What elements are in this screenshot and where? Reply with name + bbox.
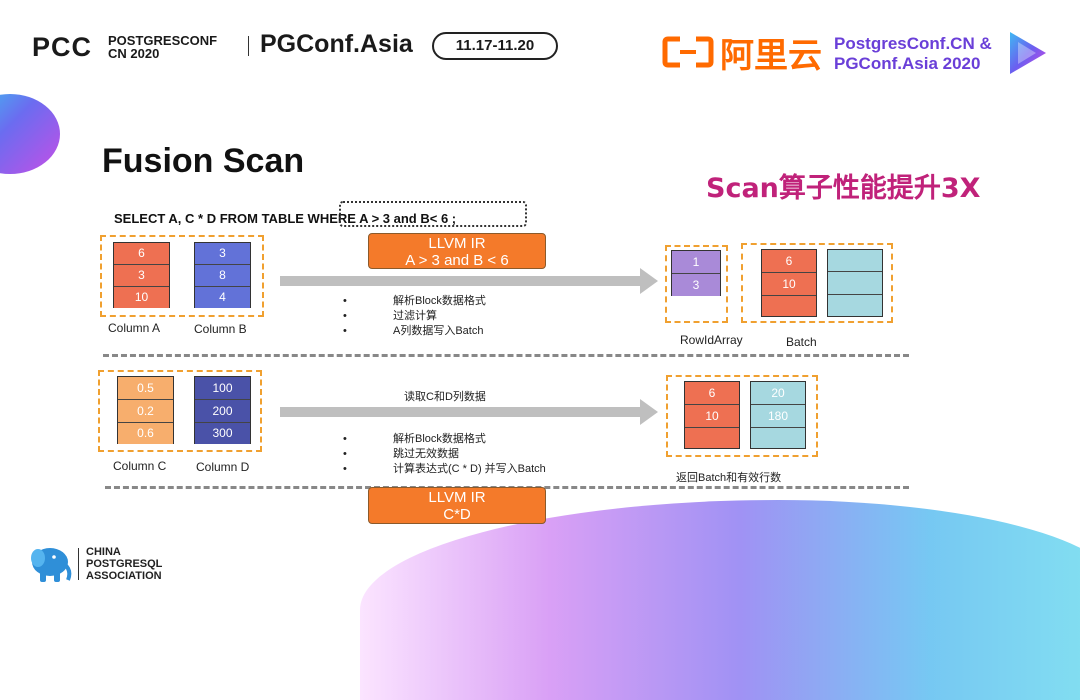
result-batch-cell: 6 [685, 382, 739, 405]
conference-line2: PGConf.Asia 2020 [834, 54, 981, 73]
conference-title: PostgresConf.CN & PGConf.Asia 2020 [834, 34, 992, 74]
result-batch-cell: 180 [751, 405, 805, 428]
list-item: •过滤计算 [343, 310, 437, 322]
rowid-cell: 3 [672, 274, 720, 296]
list-item: •计算表达式(C * D) 并写入Batch [343, 463, 546, 475]
llvm-filter-expression: A > 3 and B < 6 [405, 252, 509, 269]
aliyun-wordmark: 阿里云 [720, 36, 822, 76]
column-c-label: Column C [113, 459, 167, 473]
column-b-cell: 8 [195, 265, 250, 287]
column-b-cell: 4 [195, 287, 250, 308]
batch-empty-cell [828, 250, 882, 273]
decorative-bubble [0, 94, 60, 174]
rowid-array-box [665, 245, 728, 323]
result-batch-column-a: 6 10 [684, 381, 740, 449]
aliyun-logo-icon [662, 36, 714, 68]
batch-label: Batch [786, 335, 817, 349]
batch-column-a: 6 10 [761, 249, 817, 317]
llvm-compute-expression: C*D [443, 506, 471, 523]
result-batch-cell: 10 [685, 405, 739, 428]
sql-predicate-highlight [339, 201, 527, 227]
batch-cell: 10 [762, 273, 816, 296]
result-batch-cell [751, 428, 805, 448]
pcc-subtitle: POSTGRESCONF CN 2020 [108, 34, 217, 60]
pcc-logo: PCC [32, 32, 93, 62]
decorative-wave [360, 500, 1080, 700]
llvm-ir-label: LLVM IR [428, 489, 486, 506]
batch-empty-cell [828, 272, 882, 295]
column-b: 3 8 4 [194, 242, 251, 308]
column-c: 0.5 0.2 0.6 [117, 376, 174, 444]
date-badge: 11.17-11.20 [432, 32, 558, 60]
llvm-ir-compute-box: LLVM IR C*D [368, 487, 546, 524]
column-a: 6 3 10 [113, 242, 170, 308]
column-c-cell: 0.6 [118, 423, 173, 444]
column-c-cell: 0.2 [118, 400, 173, 423]
rowid-array: 1 3 [671, 250, 721, 296]
source-columns-cd [98, 370, 262, 452]
result-batch-box [666, 375, 818, 457]
result-batch-cell [685, 428, 739, 448]
column-b-label: Column B [194, 322, 247, 336]
result-batch-label: 返回Batch和有效行数 [676, 472, 782, 484]
column-b-cell: 3 [195, 243, 250, 265]
column-d-cell: 100 [195, 377, 250, 400]
header-divider [248, 36, 249, 56]
llvm-ir-filter-box: LLVM IR A > 3 and B < 6 [368, 233, 546, 269]
llvm-ir-label: LLVM IR [428, 235, 486, 252]
conference-line1: PostgresConf.CN & [834, 34, 992, 53]
result-batch-column-cd: 20 180 [750, 381, 806, 449]
section-divider [103, 354, 909, 357]
footer-divider [78, 548, 79, 580]
association-line1: CHINA [86, 546, 121, 558]
source-columns-ab [100, 235, 264, 317]
column-d-cell: 300 [195, 423, 250, 444]
batch-cell: 6 [762, 250, 816, 273]
batch-cell [762, 296, 816, 316]
column-c-cell: 0.5 [118, 377, 173, 400]
column-d-cell: 200 [195, 400, 250, 423]
association-name: CHINA POSTGRESQL ASSOCIATION [86, 546, 162, 582]
pcc-line2: CN 2020 [108, 46, 160, 61]
performance-headline: Scan算子性能提升3X [706, 173, 981, 204]
pcc-line1: POSTGRESCONF [108, 33, 218, 48]
column-d-label: Column D [196, 460, 250, 474]
bottom-bullet-list: •解析Block数据格式 •跳过无效数据 •计算表达式(C * D) 并写入Ba… [343, 432, 546, 477]
batch-empty-cell [828, 294, 882, 316]
top-arrow-icon [280, 268, 658, 294]
list-item: •解析Block数据格式 [343, 433, 486, 445]
bottom-arrow-icon [280, 399, 658, 425]
sql-statement: SELECT A, C * D FROM TABLE WHERE A > 3 a… [114, 211, 457, 226]
top-bullet-list: •解析Block数据格式 •过滤计算 •A列数据写入Batch [343, 294, 486, 339]
triangle-logo-icon [1010, 32, 1046, 74]
column-a-cell: 3 [114, 265, 169, 287]
batch-box [741, 243, 893, 323]
column-d: 100 200 300 [194, 376, 251, 444]
slide-title: Fusion Scan [102, 142, 305, 180]
association-line3: ASSOCIATION [86, 570, 162, 582]
batch-column-empty [827, 249, 883, 317]
rowid-cell: 1 [672, 251, 720, 274]
column-a-cell: 10 [114, 287, 169, 308]
elephant-logo-icon [31, 548, 72, 582]
pgconf-asia-logo: PGConf.Asia [260, 30, 413, 58]
column-a-cell: 6 [114, 243, 169, 265]
rowid-array-label: RowIdArray [680, 333, 743, 347]
read-cd-label: 读取C和D列数据 [404, 391, 486, 403]
column-a-label: Column A [108, 321, 161, 335]
association-line2: POSTGRESQL [86, 558, 163, 570]
list-item: •跳过无效数据 [343, 448, 459, 460]
list-item: •解析Block数据格式 [343, 295, 486, 307]
list-item: •A列数据写入Batch [343, 325, 484, 337]
result-batch-cell: 20 [751, 382, 805, 405]
